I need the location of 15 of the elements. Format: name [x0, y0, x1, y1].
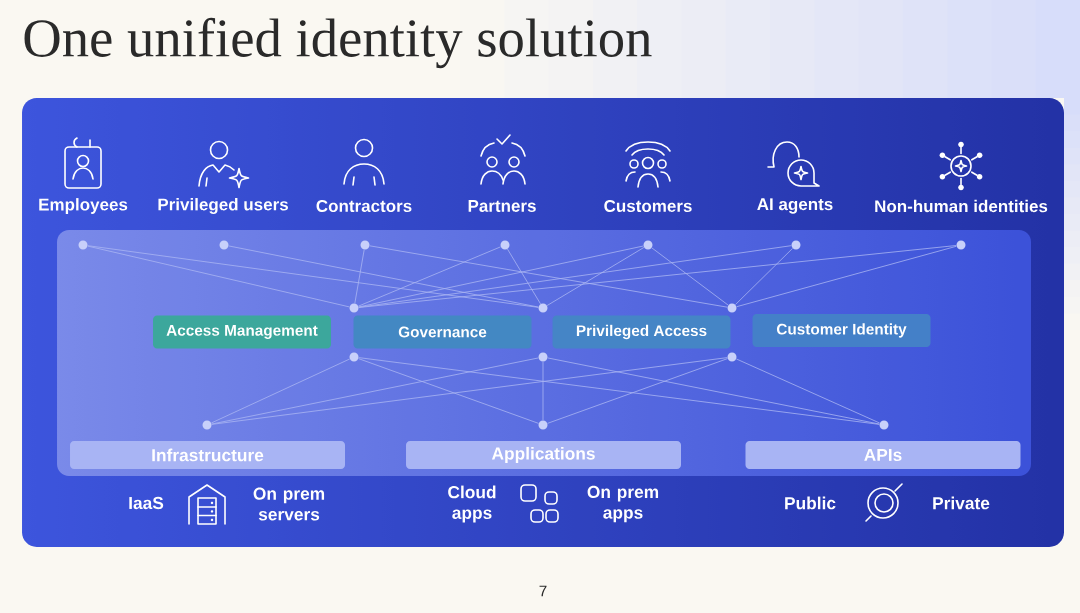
identity-label: Contractors [316, 199, 412, 212]
resource-label: On prem servers [253, 487, 325, 521]
identity-label: Employees [39, 198, 128, 214]
page-number: 7 [539, 585, 547, 597]
resource-label: On prem apps [587, 485, 659, 523]
identity-label: Customers [604, 199, 692, 212]
resource-label: Public [785, 496, 836, 510]
identity-label: Privileged users [158, 198, 288, 214]
identity-label: Non-human identities [875, 199, 1048, 213]
identity-label: AI agents [757, 198, 833, 214]
title: One unified identity solution [24, 17, 652, 69]
resource-label: Cloud apps [448, 485, 496, 523]
resource-label: Private [933, 496, 990, 510]
identity-label: Partners [468, 200, 536, 212]
resource-label: IaaS [129, 496, 164, 510]
